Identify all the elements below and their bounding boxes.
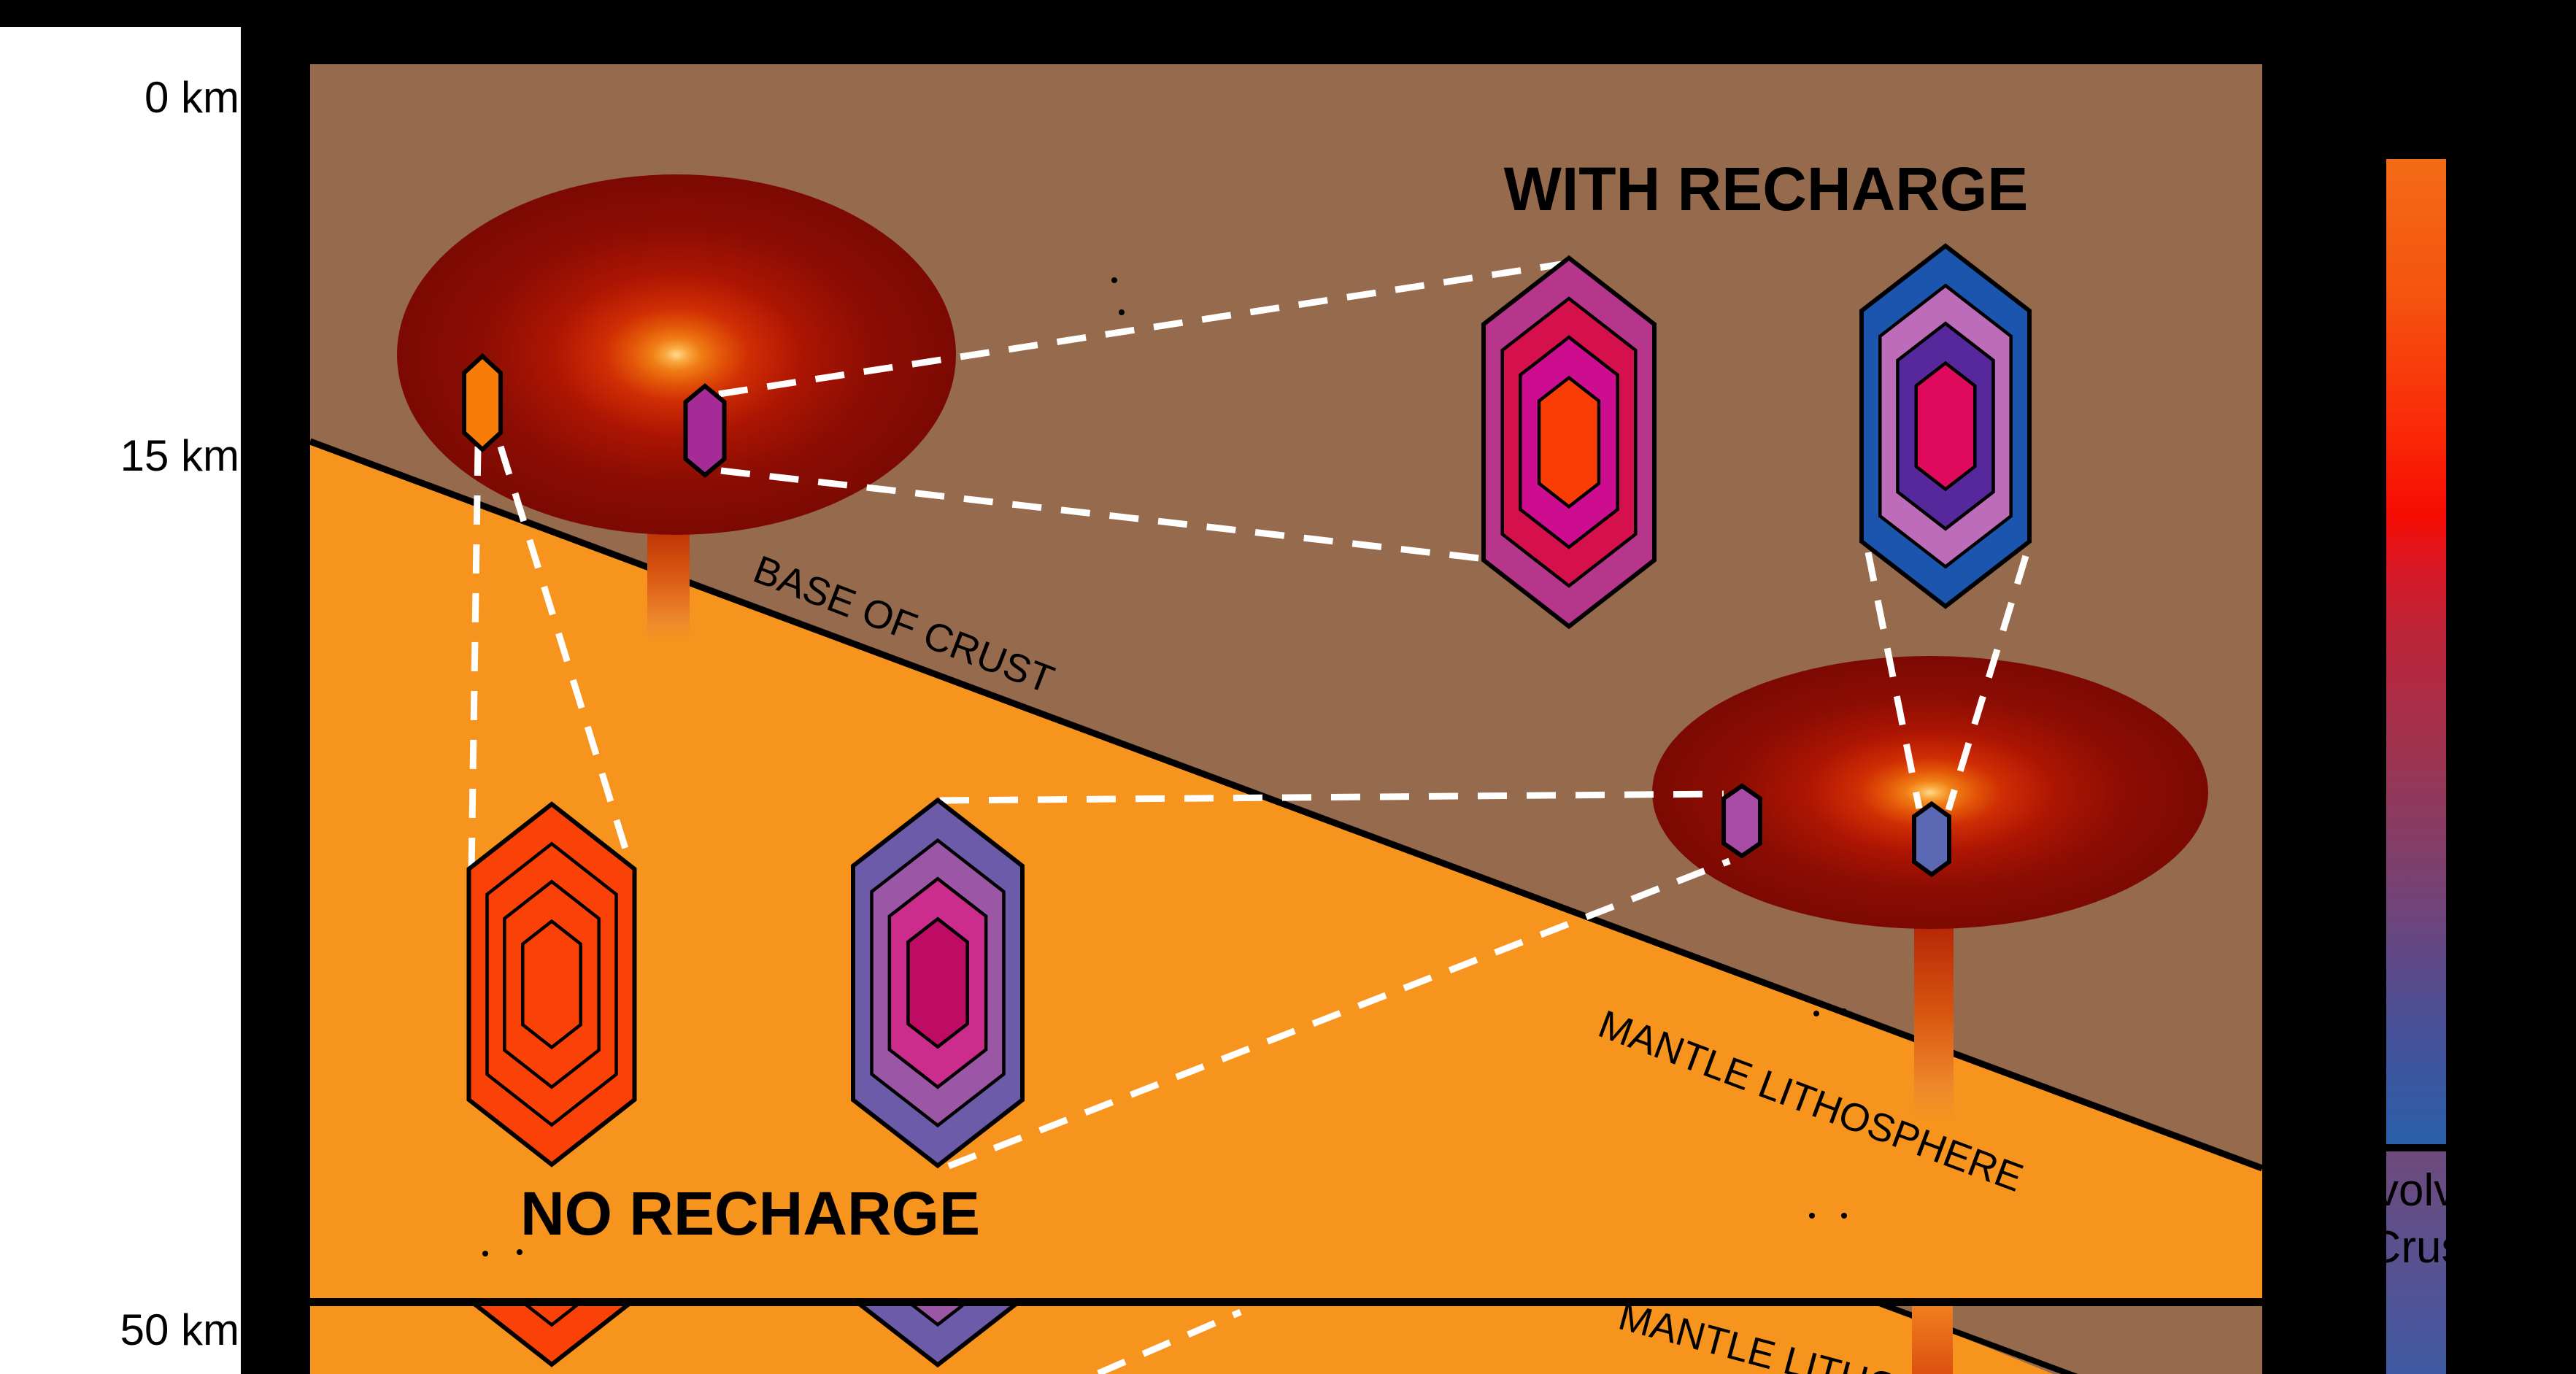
dotted-marks (482, 277, 1847, 1257)
crystal-reflection-purple (858, 1306, 1017, 1368)
crystal-reflection-purple-zone-1 (911, 1306, 965, 1327)
reflection-dashed-line (1097, 1308, 1242, 1374)
crystal-small-purple-right (1721, 783, 1762, 859)
crystal-zoned-blue-zone-3 (1914, 360, 1977, 492)
depth-label-15km: 15 km (120, 431, 239, 480)
magma-sill-left (397, 174, 956, 535)
dashed-line-6 (1864, 552, 1923, 809)
crystal-zoned-purple-zone-3 (906, 916, 969, 1049)
crystal-reflection-orange-zone-1 (525, 1306, 579, 1327)
magma-sill-right (1652, 656, 2208, 929)
depth-axis: 0 km 15 km 50 km (0, 27, 241, 1374)
dot-6 (482, 1251, 488, 1257)
crystal-small-purple-left-zone-0 (683, 383, 727, 478)
colorbar-label-line1: volv (2375, 1165, 2457, 1216)
colorbar-lower-segment: volv Crus (2369, 1151, 2464, 1374)
dot-2 (1813, 1011, 1819, 1016)
crystal-small-blue-right-zone-0 (1912, 800, 1951, 878)
dot-7 (517, 1249, 522, 1255)
magma-chambers (397, 174, 2208, 929)
reflection-crystals (474, 1306, 1017, 1368)
mantle-region (310, 441, 2262, 1303)
crystal-small-orange-left (462, 352, 503, 453)
crystal-small-orange-left-zone-0 (462, 352, 503, 453)
dashed-line-2 (718, 260, 1562, 398)
colorbar-label-line2: Crus (2368, 1222, 2464, 1273)
crystal-reflection-purple-zone-0 (858, 1306, 1017, 1368)
depth-label-50km: 50 km (120, 1305, 239, 1354)
crystal-small-blue-right (1912, 800, 1951, 878)
crystal-zoned-purple (851, 797, 1025, 1169)
title-no-recharge: NO RECHARGE (520, 1179, 980, 1248)
colorbar (2386, 159, 2446, 1144)
crystal-reflection-orange (474, 1306, 630, 1367)
crystal-zoned-pink-zone-3 (1537, 375, 1601, 509)
title-with-recharge: WITH RECHARGE (1504, 155, 2029, 223)
zoned-crystals (462, 243, 2032, 1169)
dashed-line-4 (939, 790, 1724, 804)
reflection-conduit (1912, 1306, 1953, 1374)
dot-4 (1809, 1213, 1815, 1219)
dashed-line-7 (1945, 555, 2029, 811)
dashed-line-1 (497, 445, 636, 871)
reflection-crust-region (1886, 1306, 2262, 1374)
conduit-right (1914, 916, 1954, 1120)
dot-0 (1111, 277, 1117, 283)
crystal-zoned-pink (1481, 255, 1657, 630)
reflection-dashed-line (1097, 1308, 1242, 1374)
panel-bottom-border (310, 1298, 2262, 1306)
depth-label-0km: 0 km (144, 73, 239, 122)
crystal-zoned-blue (1859, 243, 2032, 609)
crystal-reflection-orange-zone-0 (474, 1306, 630, 1367)
reflection-panel: MANTLE LITHOSPHERE (310, 1306, 2262, 1374)
dot-5 (1841, 1213, 1847, 1219)
dashed-line-3 (720, 467, 1486, 563)
conduit-reflection (1912, 1306, 1953, 1374)
cross-section-panel: WITH RECHARGE NO RECHARGE BASE OF CRUST … (310, 64, 2262, 1303)
crystal-small-purple-right-zone-0 (1721, 783, 1762, 859)
dot-1 (1119, 309, 1125, 315)
projection-dashed-lines (468, 260, 2029, 1170)
crystal-small-purple-left (683, 383, 727, 478)
crystal-zoned-orange-zone-3 (521, 919, 582, 1050)
dashed-line-5 (947, 857, 1731, 1170)
dashed-line-0 (468, 446, 482, 873)
dot-3 (1841, 1008, 1847, 1014)
crystal-zoned-orange (466, 801, 637, 1167)
